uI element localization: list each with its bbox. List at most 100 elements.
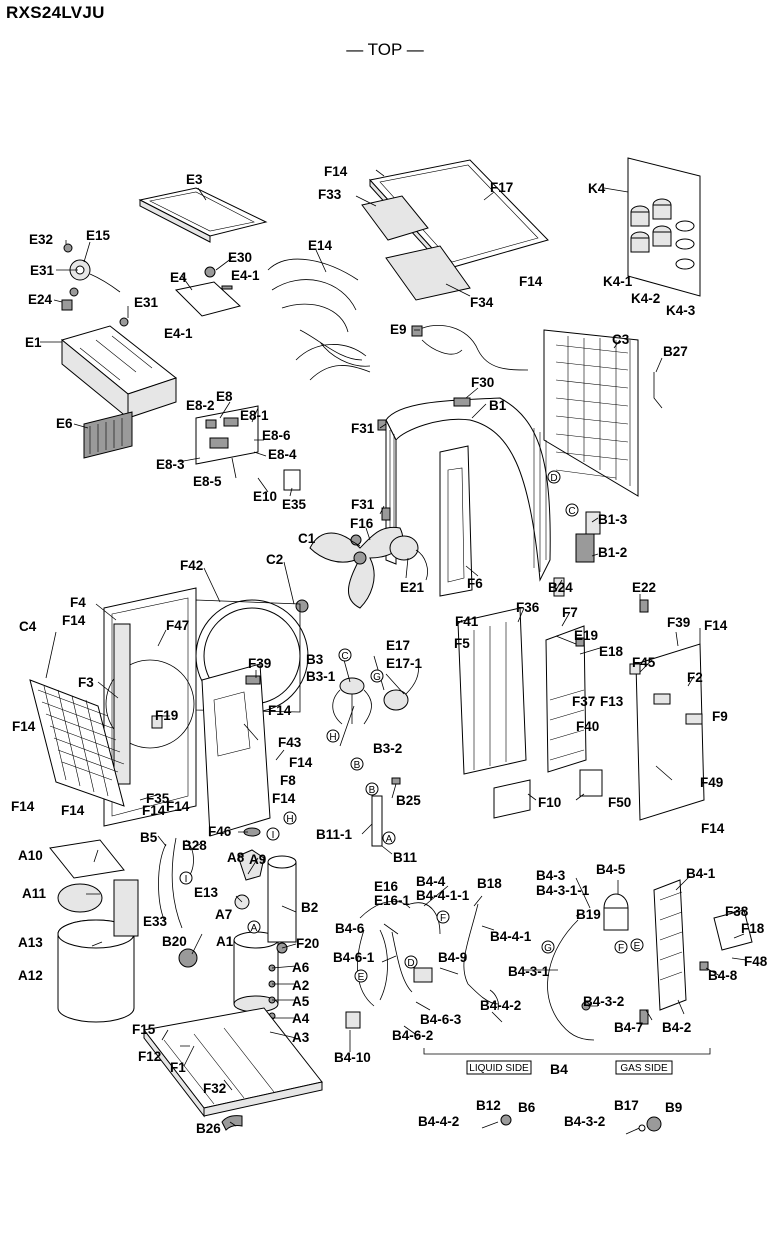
label-b4-3-2-loose: B4-3-2	[564, 1114, 605, 1129]
part-e14-harness	[267, 258, 371, 381]
label-b4-8: B4-8	[708, 968, 738, 983]
label-b1-2: B1-2	[598, 545, 627, 560]
label-f4: F4	[70, 595, 86, 610]
label-f1: F1	[170, 1060, 186, 1075]
marker-h-label: H	[329, 732, 336, 743]
label-f18: F18	[741, 921, 765, 936]
label-e8-6: E8-6	[262, 428, 291, 443]
label-b2: B2	[301, 900, 318, 915]
label-f19: F19	[155, 708, 178, 723]
label-e1: E1	[25, 335, 42, 350]
label-f14-f8-upper: F14	[289, 755, 313, 770]
label-b26: B26	[196, 1121, 221, 1136]
label-e33: E33	[143, 914, 168, 929]
marker-d-b4: D	[404, 955, 418, 969]
label-f6: F6	[467, 576, 483, 591]
part-labels: E3 F14 F17 F33 K4 E32 E15 E14 E30 E31 E4…	[11, 164, 768, 1136]
label-f14-f8-lower: F14	[272, 791, 296, 806]
label-b4-6-3: B4-6-3	[420, 1012, 462, 1027]
label-f30: F30	[471, 375, 494, 390]
marker-g-label: G	[544, 943, 552, 954]
label-e13: E13	[194, 885, 219, 900]
label-f46: F46	[208, 824, 232, 839]
marker-f-b4: F	[436, 910, 450, 924]
label-b5: B5	[140, 830, 158, 845]
label-a13: A13	[18, 935, 43, 950]
marker-e-label: E	[634, 941, 641, 952]
label-f14-c4-lower: F14	[11, 799, 35, 814]
label-f35: F35	[146, 791, 170, 806]
label-c1: C1	[298, 531, 316, 546]
label-f3: F3	[78, 675, 94, 690]
label-b11-1: B11-1	[316, 827, 353, 842]
label-a11: A11	[22, 886, 47, 901]
model-number: RXS24LVJU	[6, 3, 105, 22]
part-f3-f8	[151, 675, 261, 837]
label-f14-c4-upper: F14	[12, 719, 36, 734]
part-e15	[61, 243, 216, 327]
label-f14-f43: F14	[268, 703, 292, 718]
label-f14-f2: F14	[704, 618, 728, 633]
part-f6-motor-mount	[439, 445, 601, 597]
label-f41: F41	[455, 614, 479, 629]
part-k4-kit	[627, 157, 701, 297]
label-f39-left: F39	[248, 656, 271, 671]
label-f13: F13	[600, 694, 624, 709]
marker-g-b3: G	[370, 669, 384, 683]
part-e3-cover	[138, 187, 268, 243]
side-indicators: LIQUID SIDE GAS SIDE	[466, 1060, 673, 1075]
label-e31-upper: E31	[30, 263, 55, 278]
marker-c-label: C	[341, 651, 348, 662]
label-k4-2: K4-2	[631, 291, 660, 306]
marker-a-label: A	[386, 834, 393, 845]
label-a8: A8	[227, 850, 245, 865]
label-e35: E35	[282, 497, 307, 512]
label-e17-1: E17-1	[386, 656, 423, 671]
label-f33: F33	[318, 187, 342, 202]
marker-h-b2: H	[283, 811, 297, 825]
label-b18: B18	[477, 876, 502, 891]
marker-b-label: B	[354, 760, 361, 771]
label-e15: E15	[86, 228, 111, 243]
label-b4-1: B4-1	[686, 866, 716, 881]
marker-b-b11: B	[365, 782, 379, 796]
label-f36: F36	[516, 600, 540, 615]
marker-i-b2: I	[266, 827, 280, 841]
marker-d-upper: D	[547, 470, 561, 484]
label-b20: B20	[162, 934, 187, 949]
marker-c-label: C	[568, 506, 575, 517]
label-b4-10: B4-10	[334, 1050, 371, 1065]
label-c3: C3	[612, 332, 630, 347]
label-e17: E17	[386, 638, 410, 653]
part-c1-fan	[295, 526, 428, 613]
marker-g-b4: G	[541, 940, 555, 954]
label-f16: F16	[350, 516, 374, 531]
part-f4-frame	[103, 587, 197, 827]
label-f14-bottom-a: F14	[61, 803, 85, 818]
label-f14-f2-lower: F14	[701, 821, 725, 836]
marker-d-label: D	[550, 473, 557, 484]
label-f40: F40	[576, 719, 599, 734]
leader-lines	[40, 169, 747, 1127]
label-b28: B28	[182, 838, 207, 853]
part-fittings	[481, 1114, 662, 1135]
label-b4-4-1: B4-4-1	[490, 929, 532, 944]
label-a9: A9	[249, 852, 266, 867]
label-b6: B6	[518, 1100, 536, 1115]
label-f39-right: F39	[667, 615, 690, 630]
label-b4-2: B4-2	[662, 1020, 691, 1035]
part-c3-grille	[543, 329, 663, 497]
marker-c-b3: C	[338, 648, 352, 662]
label-b11: B11	[393, 850, 418, 865]
label-f50: F50	[608, 795, 631, 810]
label-b27: B27	[663, 344, 688, 359]
part-c4-grille	[29, 679, 125, 807]
label-b3-2: B3-2	[373, 741, 402, 756]
label-e8-1: E8-1	[240, 408, 269, 423]
marker-a-label: A	[251, 923, 258, 934]
label-e16-1: E16-1	[374, 893, 411, 908]
marker-i-b5: I	[179, 871, 193, 885]
part-b11	[371, 777, 401, 847]
marker-b-label: B	[369, 785, 376, 796]
